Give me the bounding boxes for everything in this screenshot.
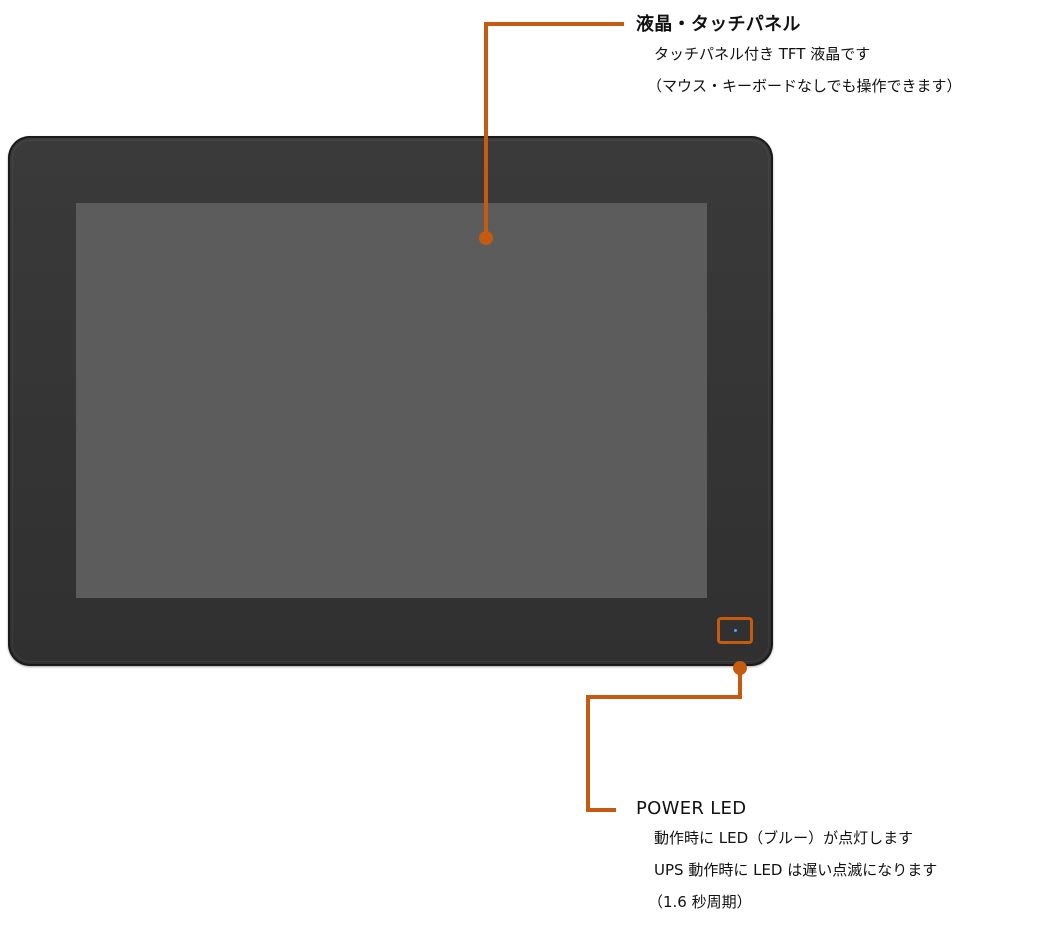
power-led-callout-line <box>586 668 742 812</box>
tablet-device <box>8 136 773 666</box>
power-led-icon <box>734 629 737 632</box>
power-led-callout-line-3: （1.6 秒周期） <box>648 893 752 911</box>
lcd-touch-panel <box>76 203 707 598</box>
power-led-callout-line-1: 動作時に LED（ブルー）が点灯します <box>654 829 914 847</box>
power-led-highlight <box>717 617 753 644</box>
power-led-callout-title: POWER LED <box>636 798 747 819</box>
lcd-callout-line-2: （マウス・キーボードなしでも操作できます） <box>647 77 962 95</box>
power-led-callout-line-2: UPS 動作時に LED は遅い点滅になります <box>654 861 938 879</box>
lcd-callout-title: 液晶・タッチパネル <box>636 14 801 35</box>
lcd-callout-line-1: タッチパネル付き TFT 液晶です <box>654 45 871 63</box>
